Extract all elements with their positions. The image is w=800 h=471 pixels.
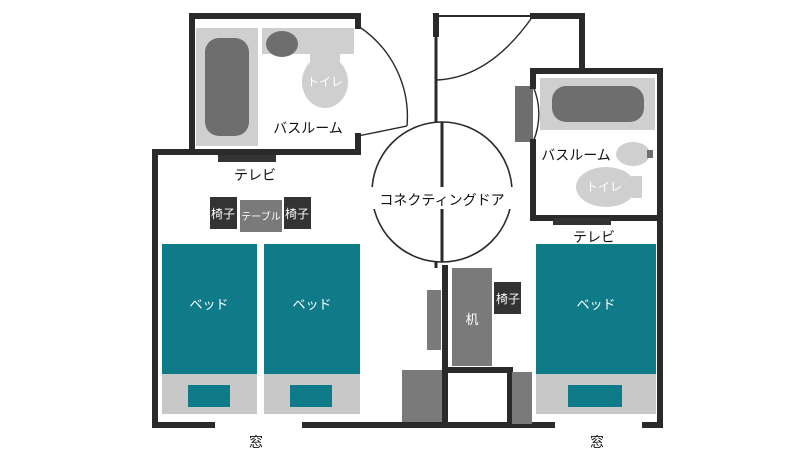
desk-label: 机 <box>465 313 478 328</box>
desk <box>452 268 492 366</box>
bathroom-right: バスルーム トイレ <box>515 78 655 207</box>
bed-left-a <box>162 244 257 374</box>
door-arc-bathroom-left <box>357 25 409 127</box>
bed-right-pillow <box>568 385 622 407</box>
tv-left-label: テレビ <box>234 168 276 184</box>
window-right-label: 窓 <box>590 434 604 451</box>
connecting-door: コネクティングドア <box>370 121 515 263</box>
chair-left-a-label: 椅子 <box>211 207 235 221</box>
bed-left-a-pillow <box>188 385 230 407</box>
window-left-label: 窓 <box>249 434 263 451</box>
tv-right-label: テレビ <box>573 230 615 246</box>
toilet-right-label: トイレ <box>586 180 622 194</box>
bed-left-b <box>264 244 360 374</box>
shelf-right <box>515 86 533 142</box>
sink-left <box>266 31 298 57</box>
wardrobe-left <box>402 370 442 422</box>
luggage-rack <box>427 290 441 350</box>
bed-right-label: ベッド <box>576 298 615 313</box>
table-left <box>240 200 282 232</box>
bed-left-b-label: ベッド <box>292 298 331 313</box>
bathroom-right-label: バスルーム <box>541 148 611 164</box>
bed-left-a-label: ベッド <box>189 298 228 313</box>
wardrobe-right <box>512 372 532 424</box>
room-left: テレビ 椅子 テーブル 椅子 ベッド ベッド 窓 <box>162 155 360 451</box>
toilet-right-tank <box>632 176 642 198</box>
toilet-left-tank <box>310 54 340 62</box>
chair-left-b <box>284 197 311 229</box>
bathtub-left-basin <box>205 38 249 136</box>
bathroom-left-label: バスルーム <box>273 121 343 137</box>
toilet-left-label: トイレ <box>307 75 343 89</box>
faucet-right <box>647 150 653 158</box>
chair-left-b-label: 椅子 <box>285 207 309 221</box>
connecting-door-label: コネクティングドア <box>379 193 504 209</box>
tv-right <box>553 218 611 225</box>
chair-left-a <box>210 197 237 229</box>
table-left-label: テーブル <box>241 210 280 223</box>
bathroom-left: トイレ バスルーム <box>192 16 358 152</box>
toilet-right <box>576 167 636 207</box>
room-right: テレビ 机 椅子 ベッド 窓 <box>452 218 656 451</box>
door-arc-entry <box>435 15 534 81</box>
door-swings <box>357 15 540 143</box>
tv-left <box>218 155 276 162</box>
sink-right <box>616 142 650 166</box>
bathtub-right-basin <box>552 86 644 122</box>
chair-right-label: 椅子 <box>496 292 520 306</box>
toilet-left <box>302 56 348 108</box>
bed-left-b-pillow <box>290 385 332 407</box>
bed-right <box>536 244 656 374</box>
door-arc-bathroom-right <box>532 85 540 143</box>
chair-right <box>494 282 521 314</box>
